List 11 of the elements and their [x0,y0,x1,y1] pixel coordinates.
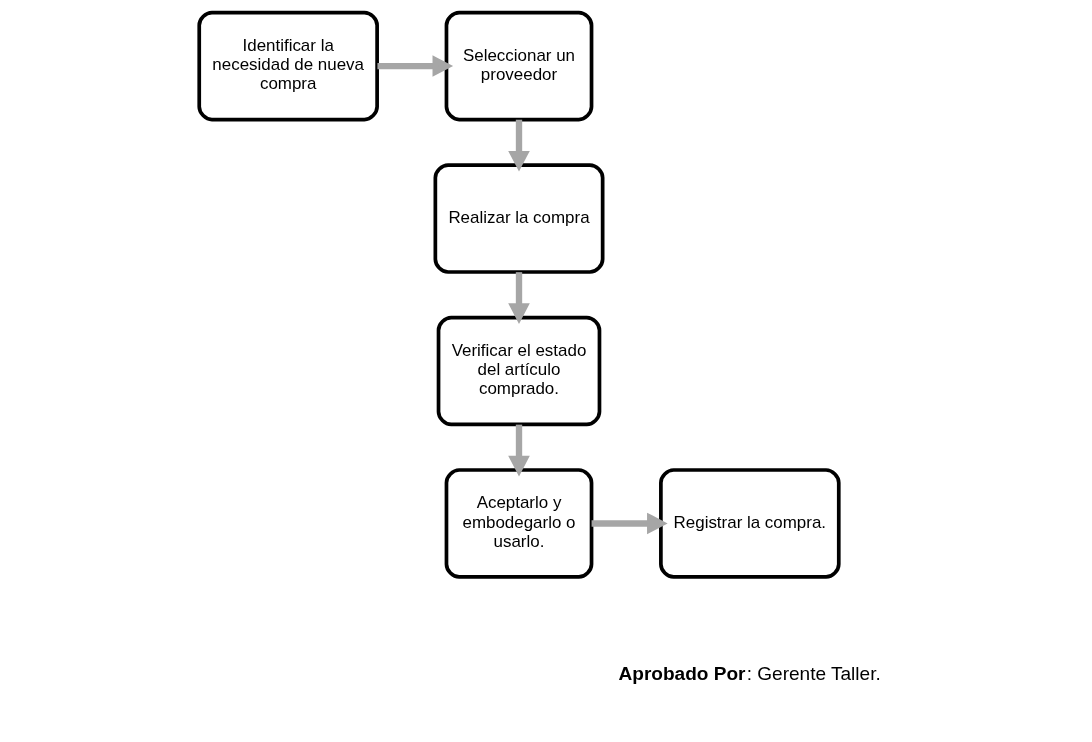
arrow [377,55,454,77]
node-box: Aceptarlo y embodegarlo o usarlo. [444,468,594,579]
node-box: Registrar la compra. [659,468,841,579]
arrow [508,119,530,172]
node-box: Identificar la necesidad de nueva compra [197,10,379,122]
node-box: Realizar la compra [433,163,605,274]
arrow [591,512,668,535]
node-box: Verificar el estado del artículo comprado. [436,315,602,427]
node-box: Seleccionar un proveedor [444,10,594,122]
label: Aprobado Por: Gerente Taller. [618,662,881,684]
arrow [508,424,530,477]
